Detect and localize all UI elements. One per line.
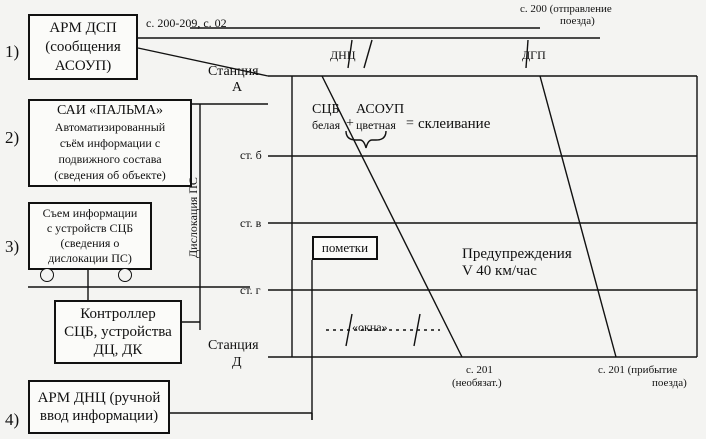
equals-label: =: [406, 116, 414, 131]
sai-palma-line-5: (сведения об объекте): [54, 168, 166, 182]
controller-line-1: Контроллер: [80, 306, 156, 322]
station-d-label-2: Д: [232, 355, 242, 370]
sai-palma-line-3: съём информации с: [59, 136, 161, 150]
scb-info-line-1: Съем информации: [42, 206, 138, 220]
plus-label: +: [346, 116, 354, 131]
s201a-label-1: с. 201: [466, 364, 493, 376]
step-number-1: 1): [5, 42, 20, 61]
arm-dnc-line-1: АРМ ДНЦ (ручной: [37, 390, 161, 406]
station-d-label-1: Станция: [208, 338, 259, 353]
sai-palma-line-4: подвижного состава: [58, 152, 162, 166]
controller-line-2: СЦБ, устройства: [64, 324, 172, 340]
scb-label: СЦБ: [312, 102, 340, 117]
wheel-left: [40, 268, 54, 282]
s201b-label-2: поезда): [652, 377, 687, 389]
warnings-label: Предупреждения: [462, 246, 572, 262]
conn-box1-station-a: [137, 47, 269, 77]
s201a-label-2: (необязат.): [452, 377, 502, 389]
scb-info-line-3: (сведения о: [60, 236, 120, 250]
station-v-label: ст. в: [240, 216, 262, 230]
sai-palma-line-2: Автоматизированный: [54, 120, 166, 134]
dnc-label: ДНЦ: [330, 48, 356, 62]
scb-info-line-4: дислокации ПС): [48, 251, 132, 265]
s200-label-2: поезда): [560, 15, 595, 27]
scb-info-line-2: с устройств СЦБ: [46, 221, 134, 235]
s201b-label-1: с. 201 (прибытие: [598, 364, 678, 376]
okna-tick-1: [345, 313, 353, 347]
s200-label-1: с. 200 (отправление: [520, 3, 612, 15]
brace: [345, 130, 387, 149]
pometki-box: пометки: [312, 236, 378, 260]
speed-label: V 40 км/час: [462, 263, 537, 279]
station-a-label-2: А: [232, 80, 243, 95]
okna-tick-2: [413, 313, 421, 347]
arm-dsp-line-2: (сообщения: [45, 38, 121, 55]
bela-label: белая: [312, 118, 341, 132]
dislocation-label: Дислокация ПС: [186, 177, 200, 258]
station-g-label: ст. г: [240, 283, 261, 297]
step-number-2: 2): [5, 128, 20, 147]
scb-info-box: Съем информации с устройств СЦБ (сведени…: [28, 202, 152, 270]
skleivanie-label: склеивание: [418, 116, 491, 132]
train-thread-2: [539, 75, 617, 358]
arm-dsp-line-3: АСОУП): [54, 57, 112, 74]
station-b-label: ст. б: [240, 148, 262, 162]
station-a-label-1: Станция: [208, 64, 259, 79]
pometki-label: пометки: [321, 240, 369, 255]
sai-palma-box: САИ «ПАЛЬМА» Автоматизированный съём инф…: [28, 99, 192, 187]
dgp-tick: [525, 39, 529, 69]
sai-palma-line-1: САИ «ПАЛЬМА»: [56, 103, 164, 118]
dnc-tick: [363, 39, 373, 69]
controller-line-3: ДЦ, ДК: [93, 342, 143, 358]
step-number-3: 3): [5, 237, 20, 256]
controller-box: Контроллер СЦБ, устройства ДЦ, ДК: [54, 300, 182, 364]
asoup-label: АСОУП: [356, 102, 405, 117]
train-thread-1: [321, 75, 463, 358]
dnc-tick-2: [347, 39, 353, 69]
arm-dsp-line-1: АРМ ДСП: [49, 19, 117, 36]
step-number-4: 4): [5, 410, 20, 429]
okna-label: «окна»: [352, 320, 388, 334]
top-messages-label: с. 200-209, с. 02: [146, 16, 227, 30]
arm-dnc-line-2: ввод информации): [39, 408, 159, 424]
dgp-label: ДГП: [522, 48, 546, 62]
arm-dsp-box: АРМ ДСП (сообщения АСОУП): [28, 14, 138, 80]
arm-dnc-box: АРМ ДНЦ (ручной ввод информации): [28, 380, 170, 434]
wheel-right: [118, 268, 132, 282]
cvetnaya-label: цветная: [356, 118, 396, 132]
